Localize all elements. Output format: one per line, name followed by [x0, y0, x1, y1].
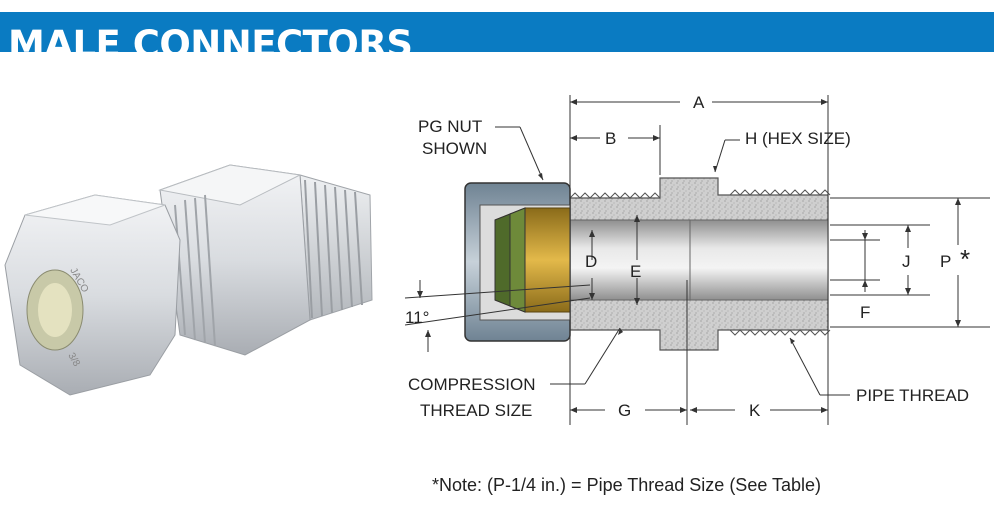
thread-top: [569, 192, 661, 199]
label-dim-p: P: [940, 252, 952, 271]
thread-pipe-bottom: [729, 329, 831, 336]
label-dim-f: F: [860, 303, 871, 322]
label-compression-2: THREAD SIZE: [420, 401, 533, 420]
label-compression-1: COMPRESSION: [408, 375, 536, 394]
label-pipe-thread: PIPE THREAD: [856, 386, 970, 405]
label-dim-k: K: [749, 401, 761, 420]
bore: [569, 219, 829, 301]
thread-pipe-top: [729, 189, 831, 196]
label-dim-a: A: [693, 93, 705, 112]
label-asterisk: *: [960, 244, 971, 274]
label-pg-nut-2: SHOWN: [422, 139, 488, 158]
label-dim-e: E: [630, 262, 642, 281]
male-thread: [299, 174, 373, 321]
label-dim-j: J: [902, 252, 911, 271]
label-dim-g: G: [618, 401, 632, 420]
label-pg-nut-1: PG NUT: [418, 117, 483, 136]
label-angle: 11°: [405, 308, 430, 327]
footnote: *Note: (P-1/4 in.) = Pipe Thread Size (S…: [432, 475, 822, 495]
connector-photo: JACO 3/8: [4, 164, 373, 396]
label-dim-h: H (HEX SIZE): [745, 129, 851, 148]
page-title: MALE CONNECTORS: [8, 23, 413, 66]
label-dim-d: D: [585, 252, 598, 271]
dimension-diagram: [404, 95, 990, 425]
label-dim-b: B: [605, 129, 617, 148]
header-banner: MALE CONNECTORS: [0, 12, 994, 65]
